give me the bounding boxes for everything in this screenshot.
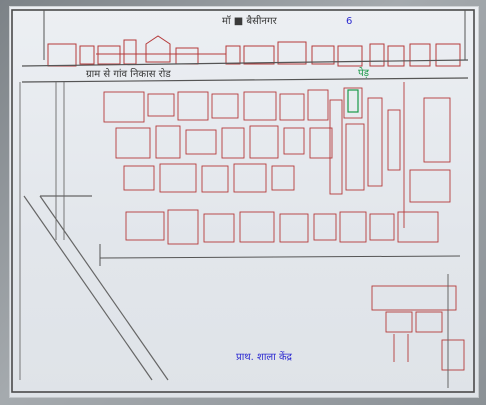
east-blocks	[387, 82, 451, 228]
main-street	[21, 59, 469, 83]
street-label: ग्राम से गांव निकास रोड	[86, 68, 171, 80]
green-marked-house	[347, 89, 359, 113]
settlement-blocks	[103, 87, 383, 195]
lower-right-blocks	[371, 285, 465, 371]
middle-blocks	[125, 209, 439, 245]
top-house-row	[47, 35, 461, 67]
map-header-note: 6	[346, 16, 352, 27]
paper-sheet	[9, 6, 479, 398]
outer-border	[11, 9, 475, 393]
bottom-label: प्राथ. शाला केंद्र	[236, 351, 293, 363]
diagonal-road	[23, 195, 169, 381]
lower-lane	[99, 255, 461, 259]
map-header-title: मॉ ■ बैसीनगर	[222, 15, 278, 27]
left-road	[19, 82, 65, 380]
side-label: पेड़	[358, 67, 370, 79]
